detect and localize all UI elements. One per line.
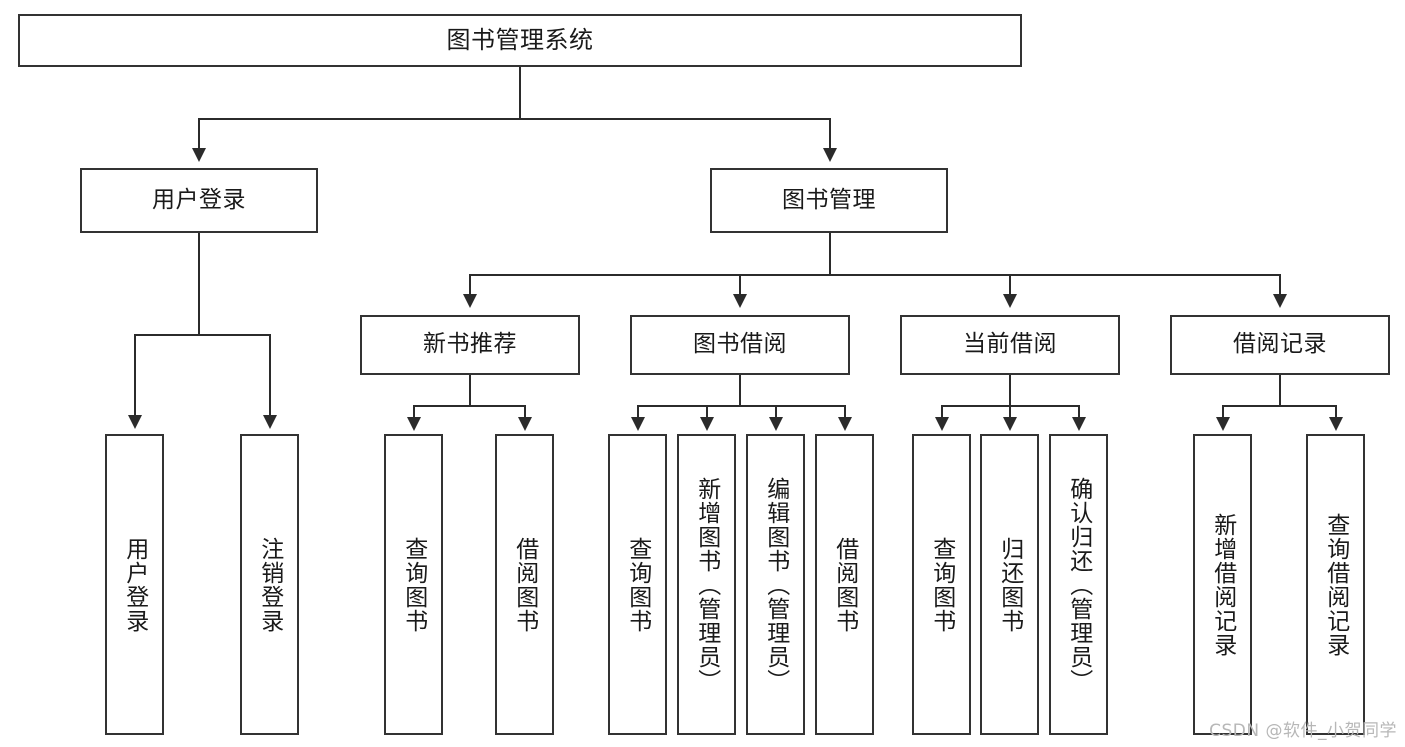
connector-level2-bus [198,118,831,120]
connector-borrow-record-bus [1222,405,1337,407]
node-label: 查询图书 [928,536,955,633]
leaf-current-borrow-query[interactable]: 查询图书 [912,434,971,735]
arrow-leaf-current-borrow-1 [935,417,949,431]
arrow-leaf-book-borrow-1 [631,417,645,431]
leaf-borrow-record-add[interactable]: 新增借阅记录 [1193,434,1252,735]
node-user-login[interactable]: 用户登录 [80,168,318,233]
arrow-borrow-record [1273,294,1287,308]
connector-drop-leaf-new-book-1 [413,405,415,418]
leaf-new-book-query[interactable]: 查询图书 [384,434,443,735]
leaf-user-login-logout[interactable]: 注销登录 [240,434,299,735]
node-label: 用户登录 [152,186,246,213]
node-current-borrow[interactable]: 当前借阅 [900,315,1120,375]
node-label: 当前借阅 [963,331,1057,358]
connector-current-borrow-stem [1009,375,1011,406]
node-label: 图书管理系统 [446,26,594,55]
arrow-leaf-book-borrow-4 [838,417,852,431]
node-label: 新书推荐 [423,331,517,358]
leaf-current-borrow-confirm[interactable]: 确认归还（管理员） [1049,434,1108,735]
arrow-leaf-borrow-record-2 [1329,417,1343,431]
arrow-leaf-book-borrow-2 [700,417,714,431]
leaf-current-borrow-return[interactable]: 归还图书 [980,434,1039,735]
leaf-book-borrow-borrow[interactable]: 借阅图书 [815,434,874,735]
node-label: 借阅记录 [1233,331,1327,358]
leaf-new-book-borrow[interactable]: 借阅图书 [495,434,554,735]
leaf-book-borrow-add[interactable]: 新增图书（管理员） [677,434,736,735]
node-label: 查询图书 [624,536,651,633]
connector-drop-leaf-book-borrow-1 [637,405,639,418]
connector-drop-current-borrow [1009,274,1011,295]
arrow-leaf-book-borrow-3 [769,417,783,431]
node-new-book-recommend[interactable]: 新书推荐 [360,315,580,375]
connector-drop-leaf-book-borrow-3 [775,405,777,418]
node-label: 图书借阅 [693,331,787,358]
leaf-book-borrow-edit[interactable]: 编辑图书（管理员） [746,434,805,735]
connector-drop-leaf-user-login-1 [134,334,136,416]
connector-level3-bus [469,274,1281,276]
connector-drop-leaf-book-borrow-2 [706,405,708,418]
connector-drop-leaf-current-borrow-2 [1009,405,1011,418]
arrow-leaf-user-login-1 [128,415,142,429]
arrow-leaf-new-book-2 [518,417,532,431]
arrow-leaf-new-book-1 [407,417,421,431]
node-label: 新增图书（管理员） [693,476,720,693]
connector-new-book-stem [469,375,471,406]
node-label: 用户登录 [121,536,148,633]
arrow-current-borrow [1003,294,1017,308]
arrow-user-login [192,148,206,162]
connector-user-login-bus [134,334,270,336]
arrow-leaf-current-borrow-2 [1003,417,1017,431]
node-label: 查询借阅记录 [1322,512,1349,657]
connector-user-login-stem [198,233,200,335]
node-label: 注销登录 [256,536,283,633]
connector-book-borrow-stem [739,375,741,406]
connector-drop-book-borrow [739,274,741,295]
node-label: 新增借阅记录 [1209,512,1236,657]
connector-drop-leaf-current-borrow-3 [1078,405,1080,418]
connector-drop-new-book [469,274,471,295]
connector-drop-leaf-book-borrow-4 [844,405,846,418]
node-label: 借阅图书 [511,536,538,633]
leaf-user-login-login[interactable]: 用户登录 [105,434,164,735]
node-label: 借阅图书 [831,536,858,633]
arrow-book-borrow [733,294,747,308]
leaf-book-borrow-query[interactable]: 查询图书 [608,434,667,735]
node-label: 图书管理 [782,186,876,213]
connector-drop-borrow-record [1279,274,1281,295]
connector-drop-leaf-borrow-record-1 [1222,405,1224,418]
node-label: 确认归还（管理员） [1065,476,1092,693]
connector-drop-book-manage [829,118,831,149]
node-book-manage[interactable]: 图书管理 [710,168,948,233]
node-label: 查询图书 [400,536,427,633]
connector-book-borrow-bus [637,405,846,407]
arrow-leaf-borrow-record-1 [1216,417,1230,431]
connector-drop-leaf-borrow-record-2 [1335,405,1337,418]
connector-borrow-record-stem [1279,375,1281,406]
leaf-borrow-record-query[interactable]: 查询借阅记录 [1306,434,1365,735]
arrow-leaf-user-login-2 [263,415,277,429]
arrow-new-book [463,294,477,308]
node-label: 归还图书 [996,536,1023,633]
connector-drop-leaf-user-login-2 [269,334,271,416]
node-root-system[interactable]: 图书管理系统 [18,14,1022,67]
node-label: 编辑图书（管理员） [762,476,789,693]
connector-drop-leaf-new-book-2 [524,405,526,418]
node-book-borrow[interactable]: 图书借阅 [630,315,850,375]
connector-new-book-bus [413,405,526,407]
connector-drop-user-login [198,118,200,149]
node-borrow-record[interactable]: 借阅记录 [1170,315,1390,375]
connector-drop-leaf-current-borrow-1 [941,405,943,418]
arrow-book-manage [823,148,837,162]
connector-root-stem [519,67,521,119]
connector-book-manage-stem [829,233,831,275]
arrow-leaf-current-borrow-3 [1072,417,1086,431]
